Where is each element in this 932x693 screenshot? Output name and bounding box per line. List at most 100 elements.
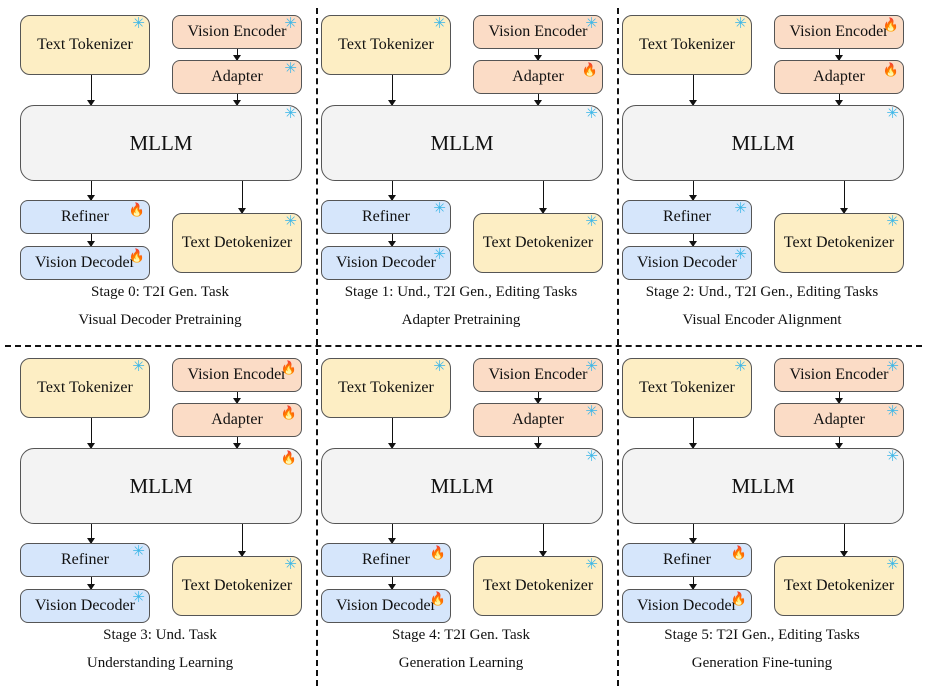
arrow-tokenizer-to-mllm <box>388 75 397 106</box>
arrow-encoder-to-adapter <box>835 392 844 404</box>
adapter-box: Adapter 🔥 <box>774 60 904 94</box>
adapter-label: Adapter <box>211 68 263 85</box>
text-detokenizer-box: Text Detokenizer✳ <box>774 556 904 616</box>
arrow-refiner-to-decoder <box>388 234 397 247</box>
arrow-mllm-to-detokenizer <box>539 524 548 557</box>
text-detokenizer-label: Text Detokenizer <box>783 234 895 251</box>
snowflake-icon: ✳ <box>433 201 446 217</box>
mllm-box: MLLM✳ <box>20 105 302 181</box>
text-tokenizer-box: Text Tokenizer✳ <box>20 15 150 75</box>
flame-icon: 🔥 <box>730 591 747 606</box>
vision-encoder-label: Vision Encoder <box>488 366 588 383</box>
arrow-mllm-to-refiner <box>388 524 397 544</box>
stage-2-panel: Text Tokenizer✳Vision Encoder🔥Adapter🔥ML… <box>612 5 912 348</box>
snowflake-icon: ✳ <box>132 544 145 560</box>
snowflake-icon: ✳ <box>886 449 899 465</box>
flame-icon: 🔥 <box>730 545 747 560</box>
refiner-label: Refiner <box>663 208 711 225</box>
flame-icon: 🔥 <box>280 405 297 420</box>
refiner-label: Refiner <box>61 551 109 568</box>
arrow-tokenizer-to-mllm <box>689 75 698 106</box>
stage-subtitle: Understanding Learning <box>86 655 234 671</box>
text-tokenizer-label: Text Tokenizer <box>338 379 434 396</box>
arrow-tokenizer-to-mllm <box>689 418 698 449</box>
vision-encoder-label: Vision Encoder <box>789 23 889 40</box>
mllm-label: MLLM <box>129 473 193 498</box>
snowflake-icon: ✳ <box>433 359 446 375</box>
arrow-mllm-to-detokenizer <box>539 181 548 214</box>
mllm-label: MLLM <box>430 473 494 498</box>
stage-caption: Stage 4: T2I Gen. Task <box>392 627 530 643</box>
snowflake-icon: ✳ <box>284 557 297 573</box>
adapter-box: Adapter ✳ <box>473 403 603 437</box>
stage-0-panel: Text Tokenizer✳Vision Encoder✳Adapter✳ML… <box>10 5 310 348</box>
vision-decoder-label: Vision Decoder <box>637 597 737 614</box>
text-detokenizer-label: Text Detokenizer <box>181 234 293 251</box>
vision-decoder-box: Vision Decoder✳ <box>321 246 451 280</box>
mllm-box: MLLM 🔥 <box>20 448 302 524</box>
arrow-adapter-to-mllm <box>233 437 242 449</box>
flame-icon: 🔥 <box>280 450 297 465</box>
refiner-box: Refiner🔥 <box>20 200 150 234</box>
refiner-label: Refiner <box>663 551 711 568</box>
text-tokenizer-box: Text Tokenizer✳ <box>321 15 451 75</box>
snowflake-icon: ✳ <box>734 201 747 217</box>
snowflake-icon: ✳ <box>886 106 899 122</box>
stage-caption: Stage 1: Und., T2I Gen., Editing Tasks <box>344 284 578 300</box>
text-detokenizer-box: Text Detokenizer✳ <box>172 556 302 616</box>
text-tokenizer-label: Text Tokenizer <box>37 36 133 53</box>
refiner-box: Refiner✳ <box>321 200 451 234</box>
vision-decoder-label: Vision Decoder <box>336 597 436 614</box>
text-detokenizer-box: Text Detokenizer✳ <box>172 213 302 273</box>
snowflake-icon: ✳ <box>284 16 297 32</box>
arrow-adapter-to-mllm <box>233 94 242 106</box>
refiner-box: Refiner ✳ <box>622 200 752 234</box>
vision-decoder-label: Vision Decoder <box>35 254 135 271</box>
arrow-adapter-to-mllm <box>835 94 844 106</box>
flame-icon: 🔥 <box>429 591 446 606</box>
stage-caption: Stage 3: Und. Task <box>103 627 217 643</box>
vision-decoder-box: Vision Decoder🔥 <box>622 589 752 623</box>
arrow-adapter-to-mllm <box>534 94 543 106</box>
snowflake-icon: ✳ <box>886 214 899 230</box>
vision-encoder-box: Vision Encoder✳ <box>172 15 302 49</box>
adapter-box: Adapter✳ <box>774 403 904 437</box>
snowflake-icon: ✳ <box>433 247 446 263</box>
flame-icon: 🔥 <box>882 62 899 77</box>
vision-encoder-label: Vision Encoder <box>789 366 889 383</box>
stage-subtitle: Generation Learning <box>398 655 524 671</box>
mllm-box: MLLM✳ <box>321 105 603 181</box>
arrow-refiner-to-decoder <box>689 577 698 590</box>
text-detokenizer-box: Text Detokenizer✳ <box>473 556 603 616</box>
stage-5-panel: Text Tokenizer✳Vision Encoder✳Adapter✳ML… <box>612 348 912 691</box>
mllm-box: MLLM✳ <box>321 448 603 524</box>
snowflake-icon: ✳ <box>585 16 598 32</box>
stage-subtitle: Adapter Pretraining <box>401 312 521 328</box>
flame-icon: 🔥 <box>429 545 446 560</box>
vision-decoder-box: Vision Decoder🔥 <box>321 589 451 623</box>
vertical-divider-2 <box>617 8 619 686</box>
vision-encoder-box: Vision Encoder🔥 <box>172 358 302 392</box>
stage-caption: Stage 2: Und., T2I Gen., Editing Tasks <box>645 284 879 300</box>
flame-icon: 🔥 <box>581 62 598 77</box>
text-tokenizer-box: Text Tokenizer✳ <box>20 358 150 418</box>
adapter-box: Adapter 🔥 <box>172 403 302 437</box>
vision-encoder-label: Vision Encoder <box>488 23 588 40</box>
text-detokenizer-label: Text Detokenizer <box>783 577 895 594</box>
horizontal-divider <box>5 345 922 347</box>
adapter-label: Adapter <box>813 68 865 85</box>
snowflake-icon: ✳ <box>284 61 297 77</box>
text-detokenizer-box: Text Detokenizer ✳ <box>774 213 904 273</box>
adapter-label: Adapter <box>512 411 564 428</box>
arrow-encoder-to-adapter <box>534 392 543 404</box>
mllm-label: MLLM <box>430 130 494 155</box>
mllm-label: MLLM <box>129 130 193 155</box>
arrow-refiner-to-decoder <box>87 577 96 590</box>
arrow-mllm-to-detokenizer <box>840 181 849 214</box>
text-detokenizer-label: Text Detokenizer <box>482 234 594 251</box>
vision-encoder-box: Vision Encoder✳ <box>473 15 603 49</box>
arrow-mllm-to-refiner <box>87 181 96 201</box>
snowflake-icon: ✳ <box>585 404 598 420</box>
adapter-label: Adapter <box>211 411 263 428</box>
